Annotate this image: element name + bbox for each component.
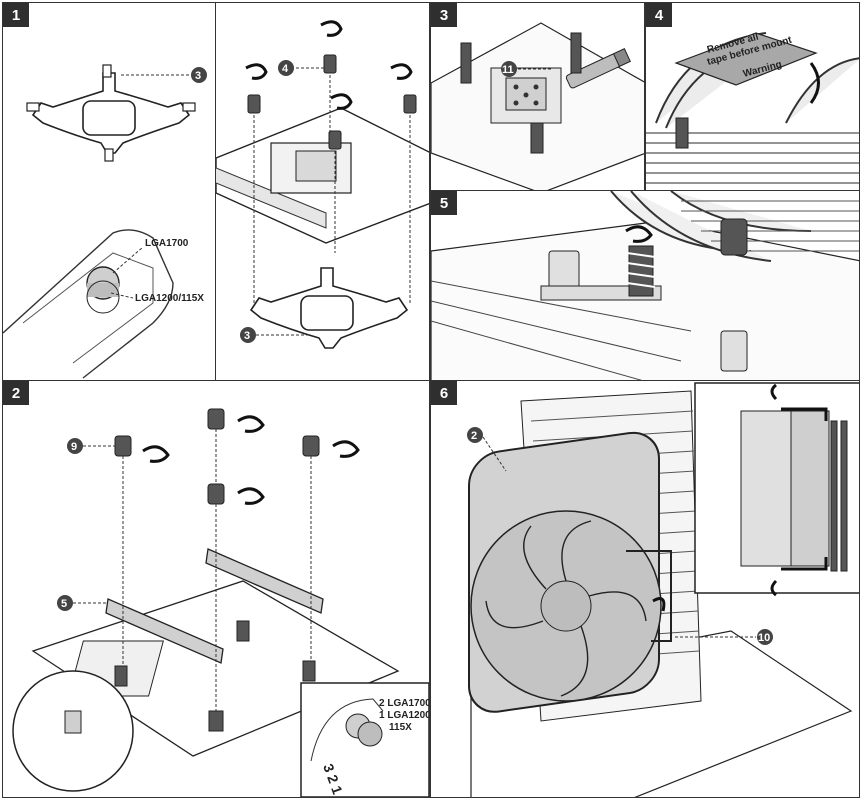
mounting-bar-top bbox=[205, 548, 324, 614]
step-2-badge: 2 bbox=[3, 381, 29, 405]
step-4-badge: 4 bbox=[646, 3, 672, 27]
callout-3-top: 3 bbox=[195, 70, 201, 82]
callout-3-marker bbox=[191, 67, 207, 83]
rotate-arrow-icon bbox=[142, 415, 360, 505]
label-lga1200: LGA1200/115X bbox=[135, 293, 204, 304]
step-1-panel: 1 3 LGA1700 LGA1200/115X bbox=[2, 2, 217, 382]
fan-install-illustration: 10 2 bbox=[467, 382, 859, 797]
step-1-badge: 1 bbox=[3, 3, 29, 27]
thermal-paste-illustration: 11 bbox=[431, 22, 644, 191]
step-1b-panel: 4 3 bbox=[215, 2, 430, 382]
callout-10: 10 bbox=[758, 632, 770, 644]
rotate-arrow-icon bbox=[770, 579, 778, 597]
rotate-arrow-icon bbox=[652, 597, 666, 612]
step-6-panel: 6 10 2 bbox=[430, 380, 860, 798]
callout-3-bottom: 3 bbox=[244, 330, 250, 342]
detail-line-3: 115X bbox=[389, 722, 412, 733]
backplate-illustration: 3 LGA1700 LGA1200/115X bbox=[3, 64, 207, 379]
callout-4: 4 bbox=[282, 63, 289, 75]
rotate-arrow-icon bbox=[770, 383, 778, 401]
standoff-install-illustration: 4 3 bbox=[216, 20, 429, 349]
heatsink-base-illustration: Remove all tape before mount Warning bbox=[646, 32, 859, 184]
fan-icon bbox=[468, 431, 662, 713]
warning-label bbox=[674, 32, 818, 86]
fan-clip bbox=[626, 550, 672, 642]
step-2-panel: 2 bbox=[2, 380, 430, 798]
step-5-panel: 5 bbox=[430, 190, 860, 382]
step-3-panel: 3 11 bbox=[430, 2, 645, 192]
callout-11: 11 bbox=[502, 64, 514, 76]
spring-screw-icon bbox=[626, 245, 656, 297]
rotate-arrow-icon bbox=[245, 20, 413, 110]
detail-line-2: 1 LGA1200 bbox=[379, 710, 430, 721]
callout-5: 5 bbox=[61, 598, 67, 610]
detail-line-1: 2 LGA1700 bbox=[379, 698, 430, 709]
callout-2: 2 bbox=[471, 430, 477, 442]
heatsink-mount-illustration bbox=[431, 191, 859, 381]
mounting-bar-illustration: 9 5 2 LGA1700 1 LGA1200 115X 3 2 1 bbox=[12, 408, 430, 797]
step-4-panel: 4 Remove all tape before mount Warning bbox=[645, 2, 860, 192]
mounting-bar-bottom bbox=[105, 598, 224, 664]
callout-9: 9 bbox=[71, 441, 77, 453]
step-3-badge: 3 bbox=[431, 3, 457, 27]
rotate-arrow-icon bbox=[625, 225, 653, 243]
peel-arrow-icon bbox=[809, 62, 820, 104]
step-6-badge: 6 bbox=[431, 381, 457, 405]
thermal-paste-syringe-icon bbox=[565, 48, 631, 89]
label-lga1700: LGA1700 bbox=[145, 238, 189, 249]
step-5-badge: 5 bbox=[431, 191, 457, 215]
